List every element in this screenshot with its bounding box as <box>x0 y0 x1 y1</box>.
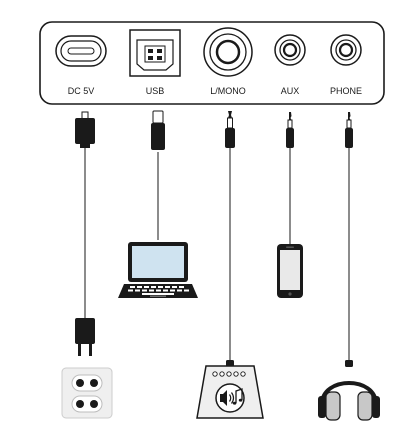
port-label-dc5v: DC 5V <box>68 86 95 96</box>
usb-c-port-icon <box>55 35 107 67</box>
headphone-plug-icon <box>345 112 353 148</box>
wall-outlet-icon <box>61 367 113 419</box>
usb-b-port-icon <box>129 29 181 77</box>
mixer-speaker-icon <box>196 360 264 419</box>
headphones-icon <box>318 360 380 421</box>
cables <box>84 146 350 364</box>
port-label-phone: PHONE <box>330 86 362 96</box>
quarter-inch-plug-icon <box>225 111 235 148</box>
usb-b-plug-icon <box>151 110 165 150</box>
aux-plug-icon <box>286 112 294 148</box>
usb-c-plug-icon <box>75 111 95 148</box>
phone-port-icon <box>330 34 362 66</box>
port-label-usb: USB <box>146 86 165 96</box>
laptop-icon <box>118 242 198 298</box>
port-label-lmono: L/MONO <box>210 86 246 96</box>
quarter-inch-jack-port-icon <box>203 27 253 77</box>
port-panel: DC 5V USB L/MONO AUX <box>39 21 385 105</box>
smartphone-icon <box>277 244 303 298</box>
power-adapter-icon <box>75 318 95 356</box>
aux-port-icon <box>274 34 306 66</box>
port-label-aux: AUX <box>281 86 300 96</box>
